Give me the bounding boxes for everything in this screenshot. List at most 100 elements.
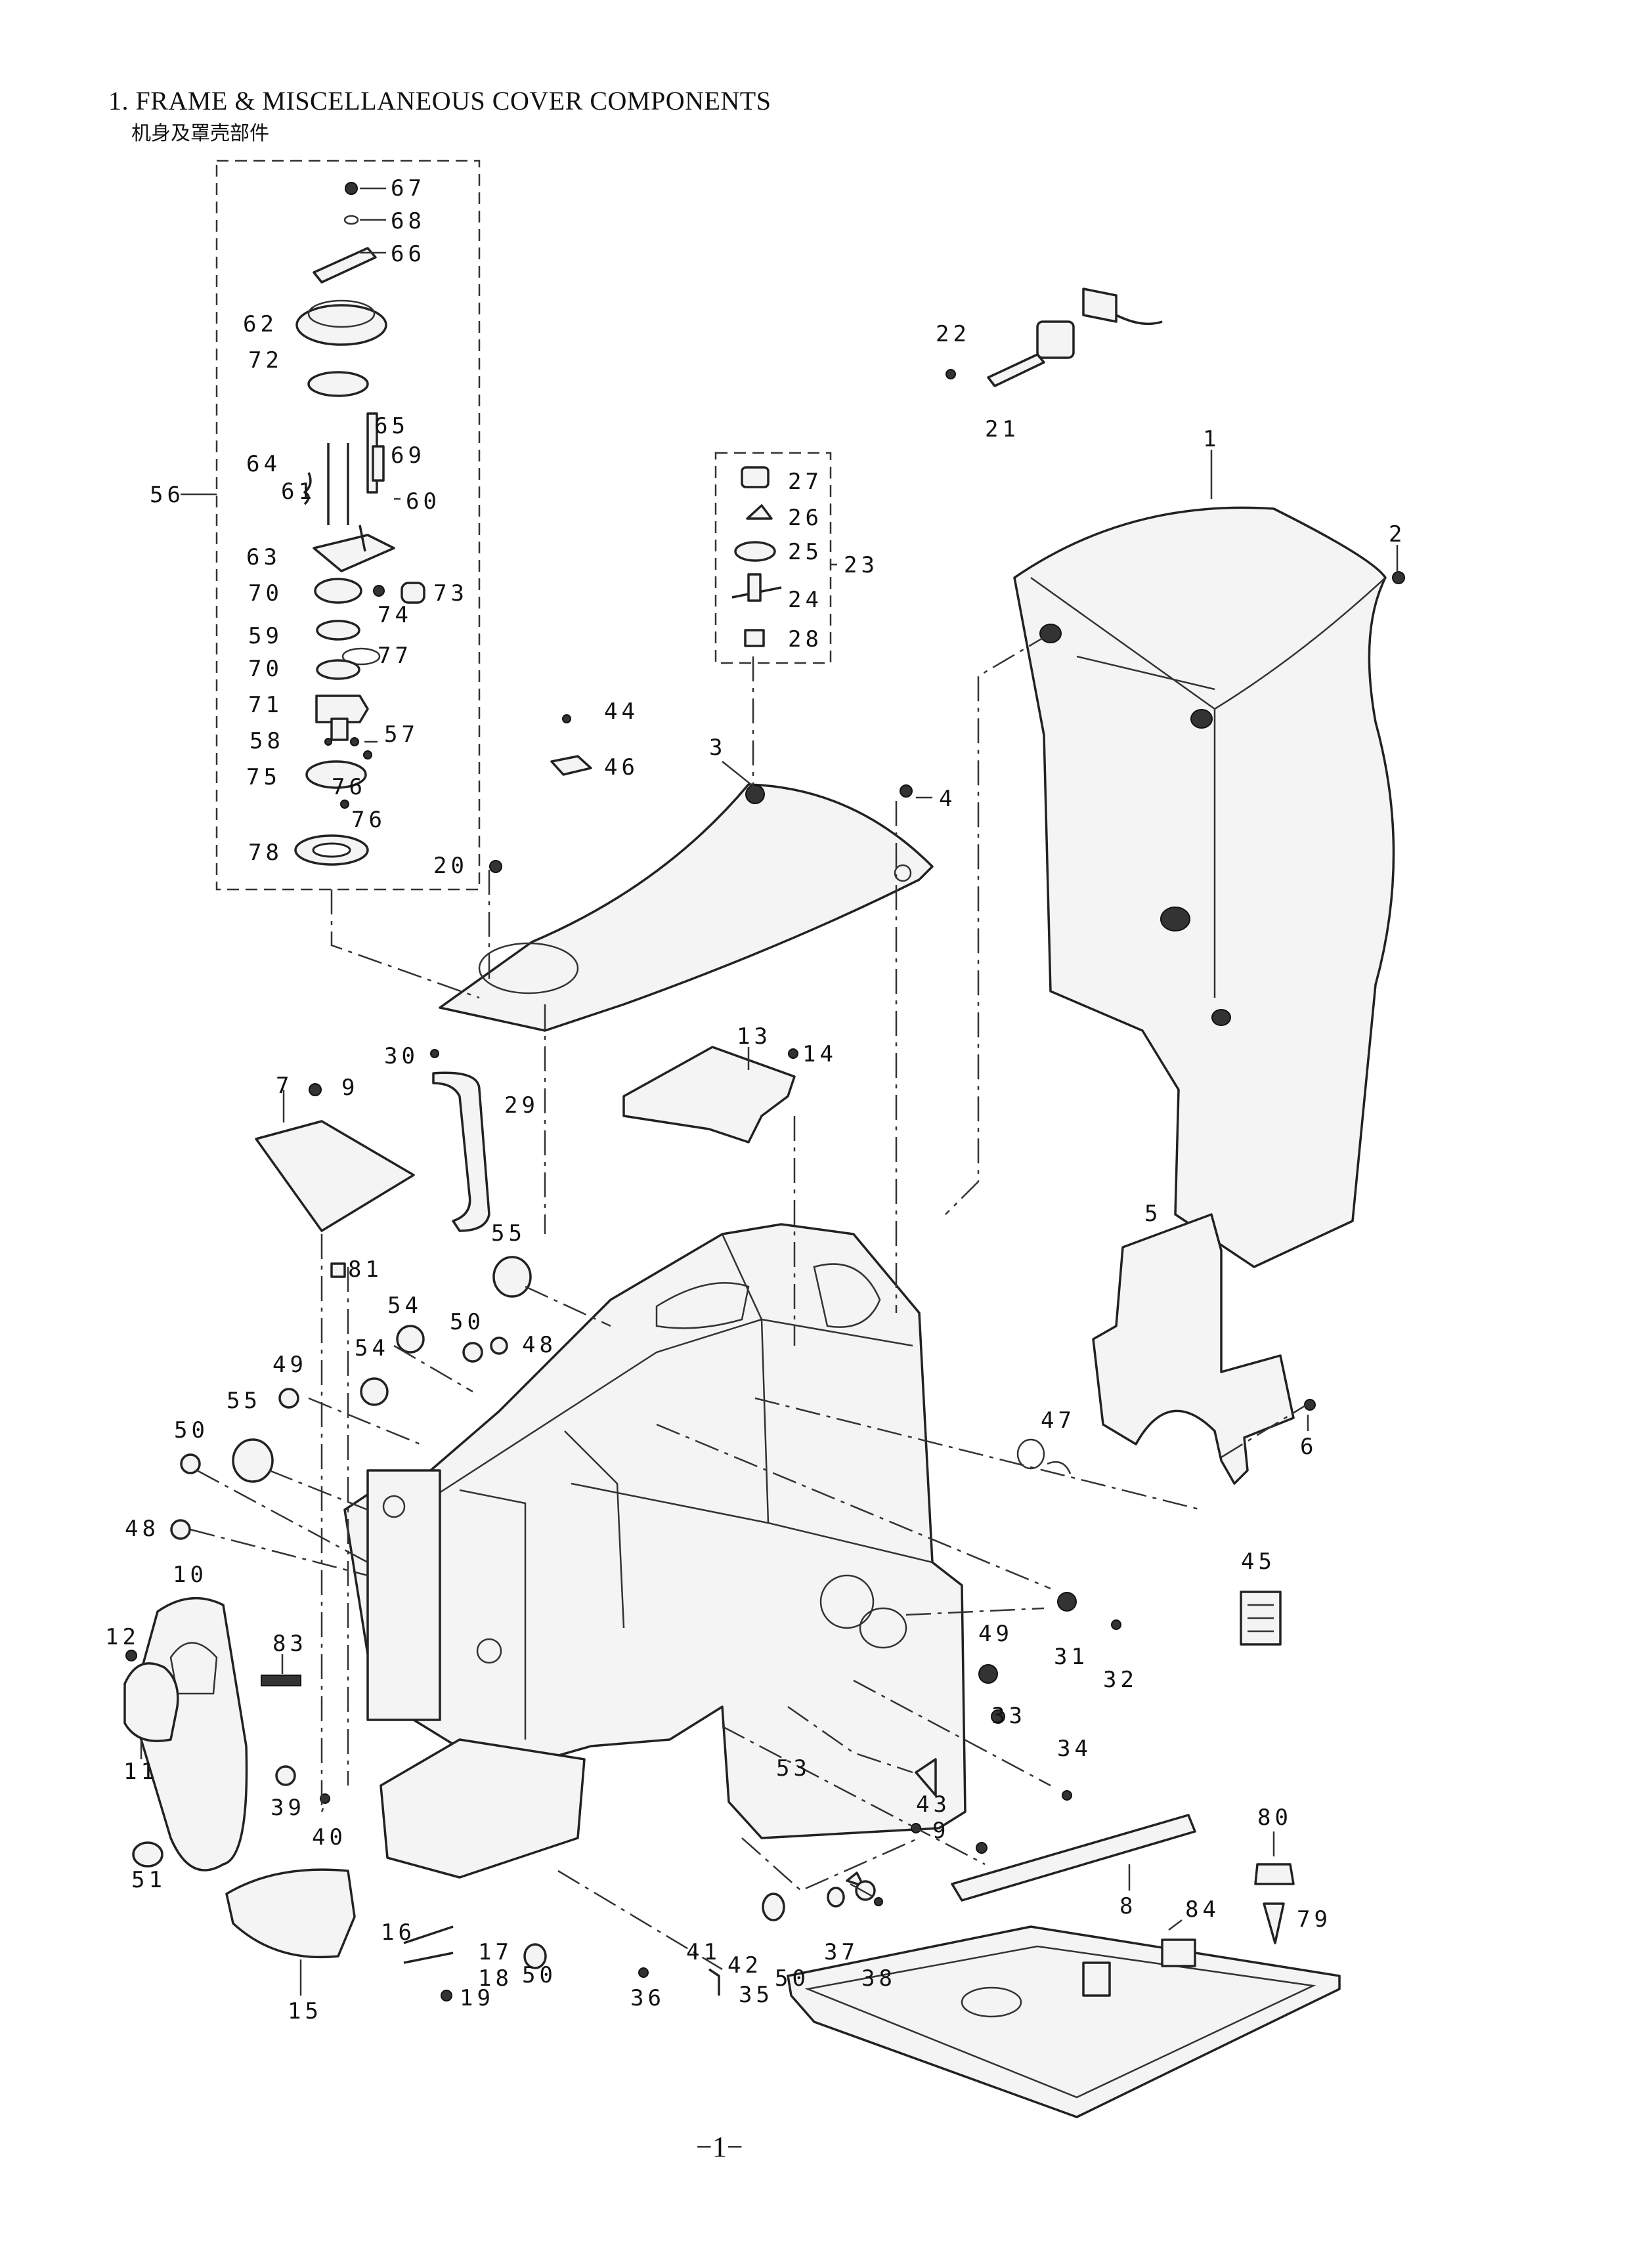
callout: 5 bbox=[1144, 1201, 1162, 1227]
callout: 18 bbox=[478, 1965, 513, 1992]
callout: 49 bbox=[978, 1621, 1013, 1647]
callout: 4 bbox=[939, 786, 956, 812]
callout: 3 bbox=[709, 735, 726, 761]
plate-13 bbox=[622, 1046, 798, 1144]
plate-7 bbox=[255, 1083, 415, 1232]
callout: 17 bbox=[478, 1939, 513, 1965]
base-84 bbox=[787, 1925, 1341, 2118]
callout: 40 bbox=[312, 1824, 347, 1851]
callout: 9 bbox=[341, 1075, 358, 1101]
callout: 32 bbox=[1103, 1667, 1138, 1693]
callout: 80 bbox=[1257, 1805, 1292, 1831]
callout: 49 bbox=[272, 1352, 307, 1378]
callout: 15 bbox=[288, 1998, 322, 2024]
callout: 48 bbox=[125, 1516, 160, 1542]
callout: 30 bbox=[384, 1043, 419, 1069]
page-subtitle: 机身及罩壳部件 bbox=[131, 122, 269, 145]
callout: 62 bbox=[243, 311, 278, 337]
callout: 65 bbox=[374, 413, 409, 439]
callout: 26 bbox=[788, 505, 823, 531]
callout: 20 bbox=[433, 853, 468, 879]
callout: 63 bbox=[246, 544, 281, 570]
plate-8 bbox=[951, 1814, 1196, 1902]
callout: 70 bbox=[248, 656, 283, 682]
callout: 35 bbox=[739, 1982, 773, 2008]
callout: 84 bbox=[1185, 1896, 1220, 1923]
callout: 64 bbox=[246, 451, 281, 477]
arm-29 bbox=[430, 1049, 490, 1232]
callout: 81 bbox=[348, 1256, 383, 1283]
callout: 78 bbox=[248, 840, 283, 866]
callout: 73 bbox=[433, 580, 468, 607]
callout: 28 bbox=[788, 626, 823, 653]
assembly-23-parts bbox=[731, 466, 782, 647]
callout: 79 bbox=[1297, 1906, 1332, 1933]
callout: 14 bbox=[802, 1041, 837, 1067]
callout: 66 bbox=[391, 241, 425, 267]
callout: 58 bbox=[250, 728, 284, 754]
callout: 10 bbox=[173, 1562, 207, 1588]
callout: 11 bbox=[123, 1759, 158, 1785]
callout: 25 bbox=[788, 539, 823, 565]
page-number: −1− bbox=[696, 2131, 743, 2163]
group-box-23 bbox=[714, 452, 832, 664]
callout: 19 bbox=[460, 1985, 494, 2011]
callout: 24 bbox=[788, 587, 823, 613]
callout: 67 bbox=[391, 175, 425, 202]
callout: 34 bbox=[1057, 1736, 1092, 1762]
callout: 54 bbox=[355, 1335, 389, 1361]
callout: 39 bbox=[271, 1795, 305, 1821]
callout: 51 bbox=[131, 1867, 166, 1893]
callout: 6 bbox=[1300, 1434, 1317, 1460]
callout: 61 bbox=[281, 479, 316, 505]
callout: 2 bbox=[1389, 521, 1406, 547]
callout: 50 bbox=[174, 1417, 209, 1444]
callout: 27 bbox=[788, 469, 823, 495]
callout: 45 bbox=[1241, 1549, 1276, 1575]
cover-15 bbox=[225, 1868, 356, 1959]
page-title: 1. FRAME & MISCELLANEOUS COVER COMPONENT… bbox=[108, 86, 771, 116]
callout: 36 bbox=[630, 1985, 665, 2011]
callout: 71 bbox=[248, 692, 283, 718]
shaft-21-assembly bbox=[945, 288, 1163, 387]
small-parts bbox=[170, 1256, 1295, 2001]
callout: 38 bbox=[861, 1965, 896, 1992]
callout: 54 bbox=[387, 1293, 422, 1319]
callout: 47 bbox=[1041, 1407, 1075, 1434]
callout: 69 bbox=[391, 442, 425, 469]
callout: 1 bbox=[1203, 426, 1220, 452]
assembly-56-parts bbox=[294, 182, 425, 866]
part-artwork bbox=[123, 160, 1405, 2118]
callout: 68 bbox=[391, 208, 425, 234]
alignment-lines bbox=[190, 632, 1307, 1971]
group-box-56 bbox=[215, 160, 481, 891]
callout: 33 bbox=[991, 1703, 1026, 1729]
callout: 72 bbox=[248, 347, 283, 374]
callout: 31 bbox=[1054, 1644, 1089, 1670]
callout: 16 bbox=[381, 1919, 416, 1946]
callout: 56 bbox=[150, 482, 185, 508]
callout: 8 bbox=[1119, 1893, 1137, 1919]
callout: 48 bbox=[522, 1332, 557, 1358]
callout: 60 bbox=[406, 488, 441, 515]
callout: 53 bbox=[776, 1755, 811, 1782]
side-cover-10 bbox=[123, 1596, 301, 1872]
cover-1 bbox=[1013, 506, 1405, 1268]
callout: 41 bbox=[686, 1939, 721, 1965]
callout: 77 bbox=[378, 643, 412, 669]
callout: 55 bbox=[227, 1388, 261, 1414]
bracket-5 bbox=[1092, 1213, 1316, 1485]
callout: 22 bbox=[936, 321, 970, 347]
callout: 75 bbox=[246, 764, 281, 790]
callout: 76 bbox=[332, 774, 366, 800]
callout: 50 bbox=[450, 1309, 485, 1335]
callout: 43 bbox=[916, 1791, 951, 1818]
callout: 50 bbox=[522, 1962, 557, 1988]
callout: 42 bbox=[727, 1952, 762, 1979]
callout: 9 bbox=[932, 1818, 949, 1844]
callout: 70 bbox=[248, 580, 283, 607]
callout: 12 bbox=[105, 1624, 140, 1650]
callout-labels: 1 2 3 4 5 6 7 8 9 9 10 11 12 13 14 15 16 bbox=[105, 175, 1406, 2024]
